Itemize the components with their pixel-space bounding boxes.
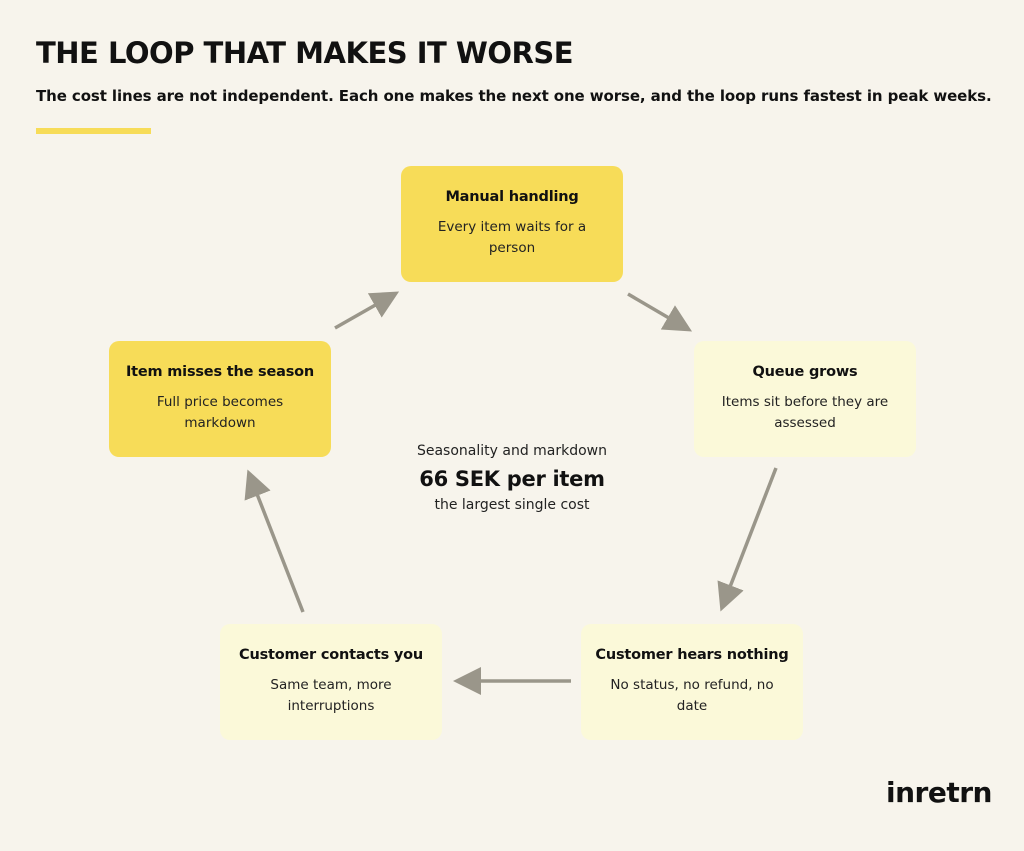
- node-description: Items sit before they are assessed: [721, 394, 889, 431]
- page-subtitle: The cost lines are not independent. Each…: [36, 87, 992, 105]
- node-manual-handling: Manual handling Every item waits for a p…: [401, 166, 623, 282]
- arrow-queue-to-hears: [717, 467, 778, 612]
- center-label: Seasonality and markdown: [416, 443, 608, 459]
- node-title: Customer contacts you: [239, 647, 423, 664]
- node-description: Every item waits for a person: [437, 219, 587, 256]
- accent-bar: [36, 128, 151, 134]
- brand-logo: inretrn: [886, 776, 992, 809]
- node-title: Manual handling: [445, 189, 579, 206]
- center-callout: Seasonality and markdown 66 SEK per item…: [362, 443, 662, 513]
- node-description: No status, no refund, no date: [610, 677, 774, 714]
- node-title: Queue grows: [752, 364, 858, 381]
- node-queue-grows: Queue grows Items sit before they are as…: [694, 341, 916, 457]
- node-title: Item misses the season: [125, 364, 315, 381]
- center-value: 66 SEK per item: [419, 467, 605, 491]
- center-caption: the largest single cost: [434, 497, 590, 513]
- node-description: Full price becomes markdown: [156, 394, 284, 431]
- node-item-misses-season: Item misses the season Full price become…: [109, 341, 331, 457]
- node-customer-contacts-you: Customer contacts you Same team, more in…: [220, 624, 442, 740]
- arrow-contacts-to-misses: [244, 469, 305, 613]
- arrow-misses-to-manual: [334, 291, 400, 330]
- arrow-manual-to-queue: [627, 292, 693, 332]
- node-customer-hears-nothing: Customer hears nothing No status, no ref…: [581, 624, 803, 740]
- node-title: Customer hears nothing: [595, 647, 789, 664]
- node-description: Same team, more interruptions: [270, 677, 392, 714]
- page-title: THE LOOP THAT MAKES IT WORSE: [36, 36, 574, 70]
